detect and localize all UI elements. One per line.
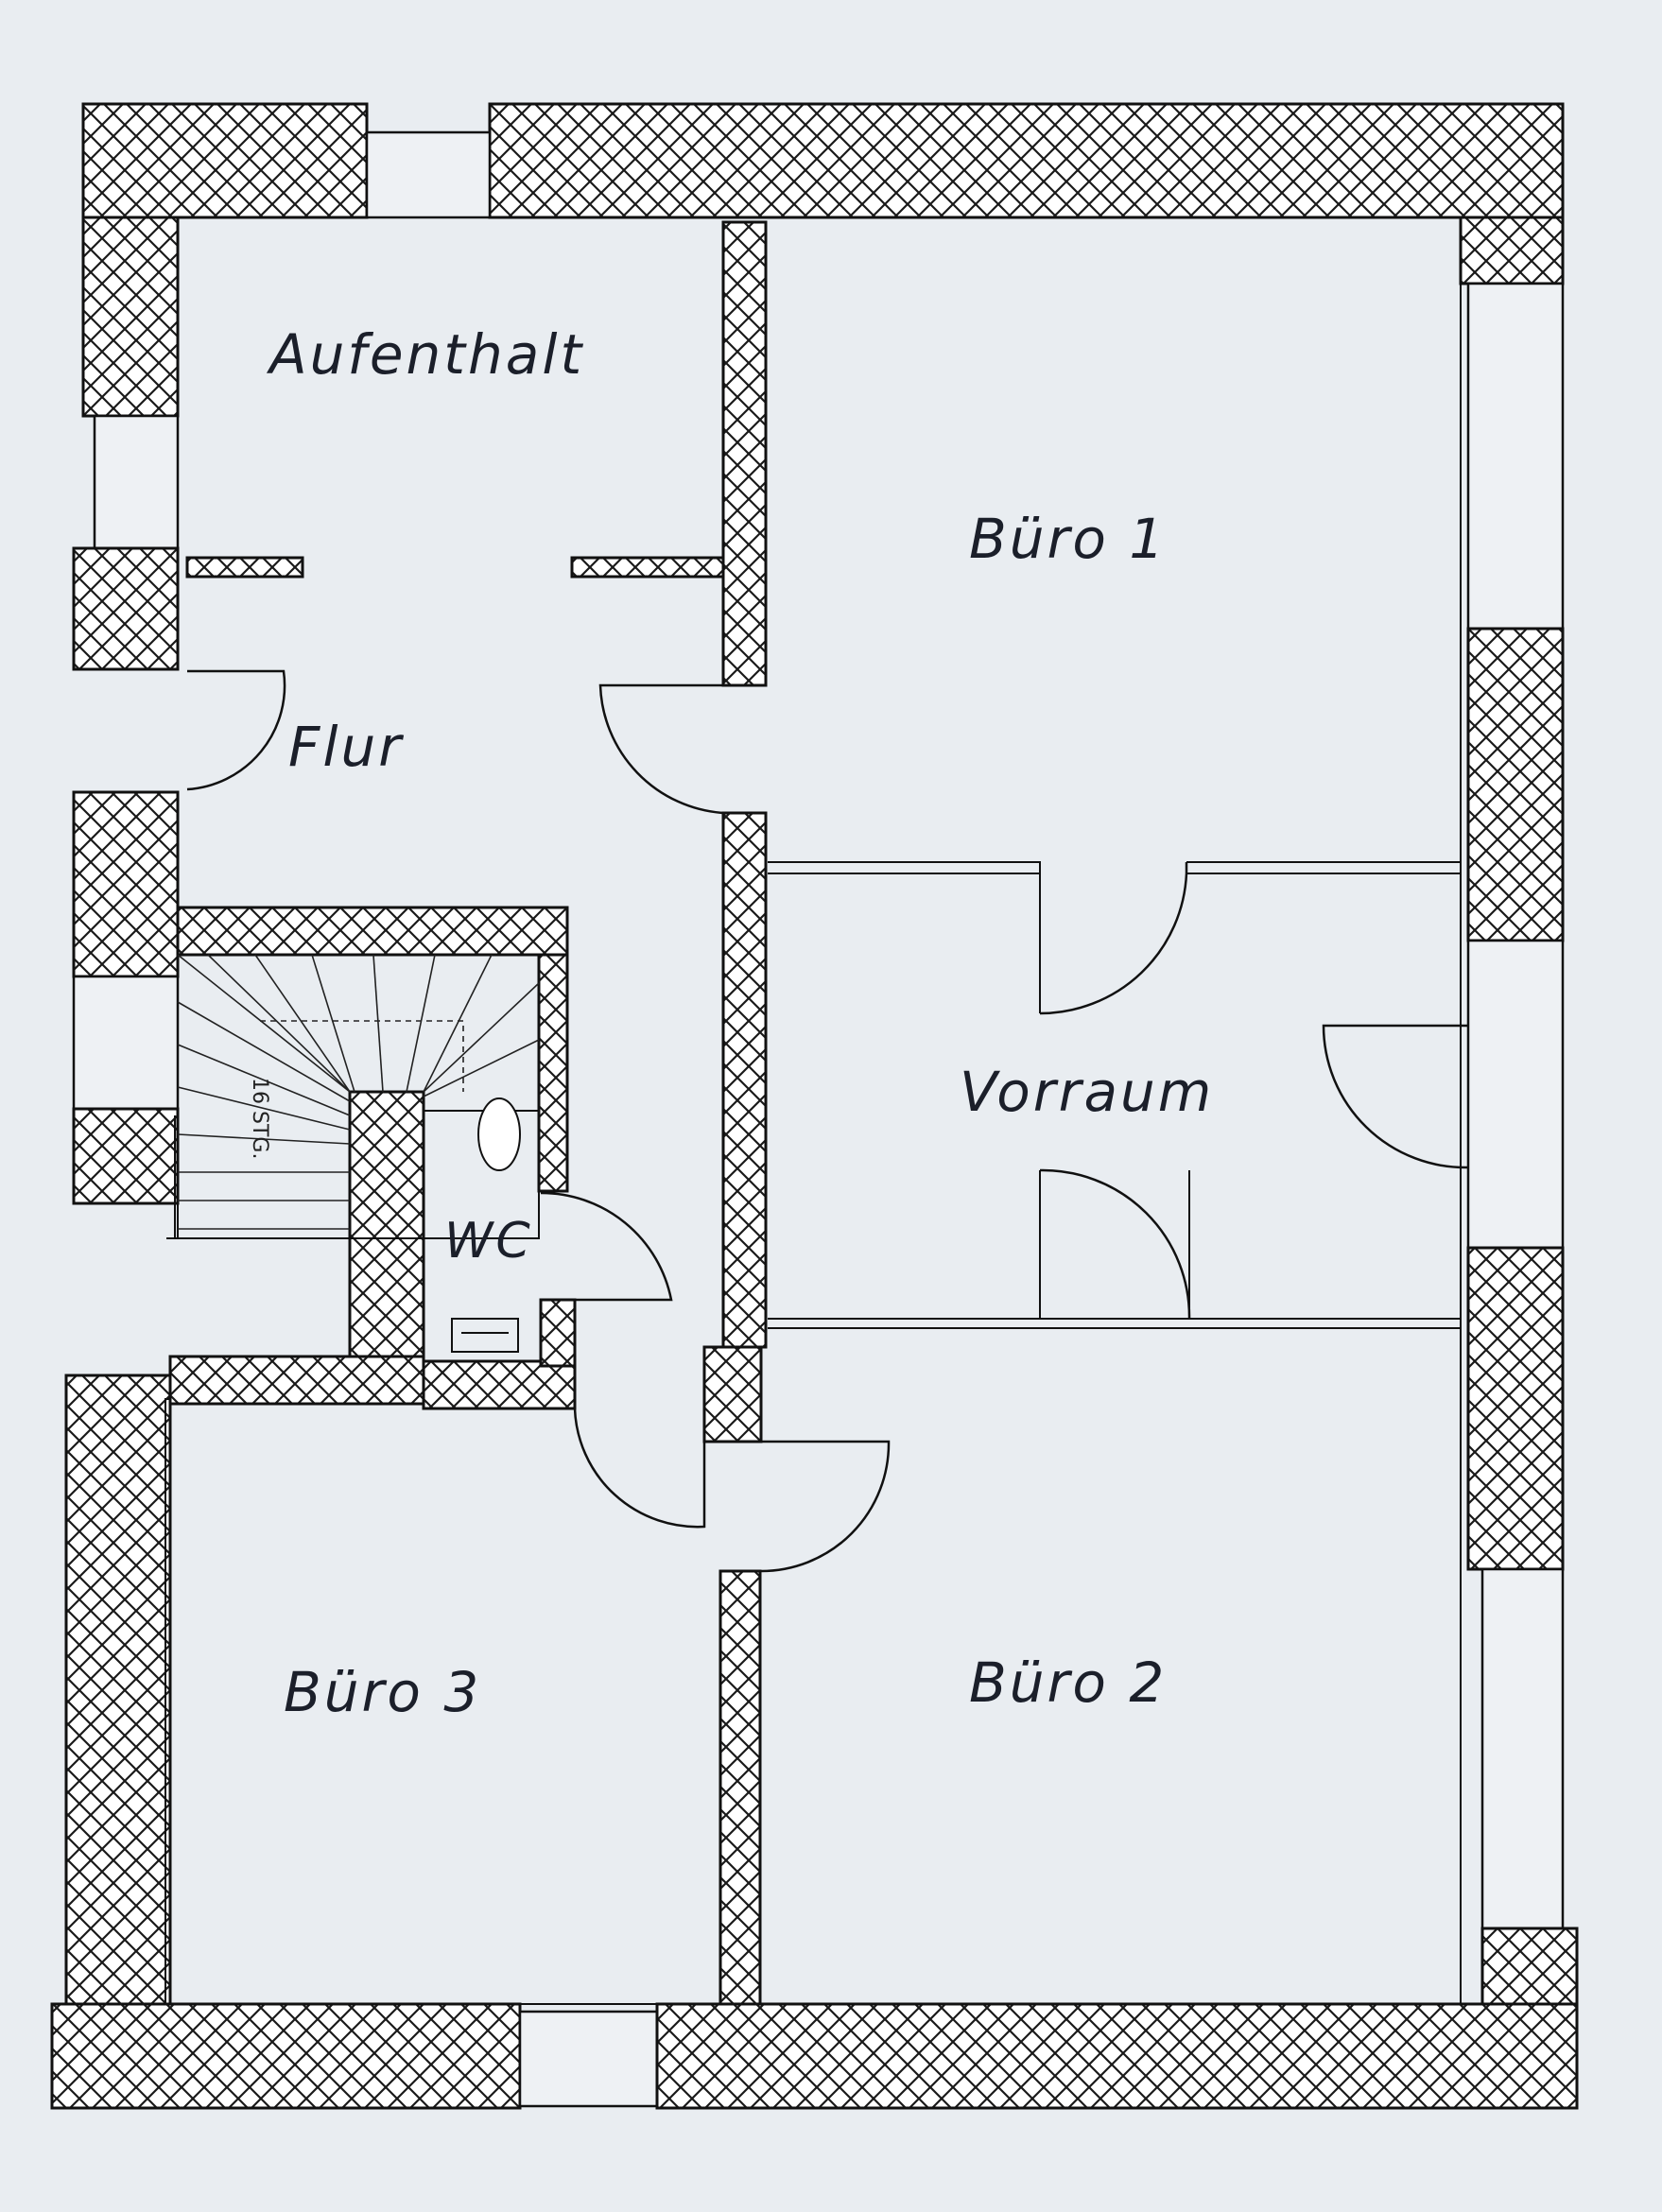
wall-stair-bottom [168, 1355, 425, 1406]
wall-stair-core [348, 1090, 425, 1377]
window-top [365, 130, 492, 219]
door-buero2 [759, 1440, 891, 1573]
door-buero3 [573, 1408, 706, 1529]
wall-bottom-right [655, 2002, 1579, 2110]
wall-left-stair [72, 1107, 180, 1205]
wall-left-mid [72, 546, 180, 671]
doors [186, 669, 1469, 1573]
wall-left-lower [72, 790, 180, 978]
staircase [166, 954, 540, 1239]
sink-icon [451, 1318, 519, 1353]
window-right-door [1466, 939, 1565, 1250]
outer-walls [50, 102, 1579, 2110]
wall-wc-right [539, 1298, 577, 1368]
window-bottom [518, 2010, 659, 2108]
wall-wc-bottom [422, 1359, 577, 1410]
wall-stair-right [537, 953, 569, 1193]
room-label-wc: WC [444, 1213, 533, 1270]
toilet-icon [477, 1097, 521, 1171]
wall-right-top [1459, 216, 1565, 285]
door-vorraum-exterior [1322, 1024, 1469, 1169]
wall-top-right [488, 102, 1565, 219]
wall-left-upper [81, 216, 180, 418]
window-right-1 [1466, 282, 1565, 631]
wall-central-mid-2 [702, 1345, 763, 1443]
window-left-1 [93, 414, 180, 550]
wall-top-left [81, 102, 369, 219]
room-label-vorraum: Vorraum [960, 1060, 1214, 1124]
room-label-flur: Flur [288, 715, 404, 779]
door-wc [540, 1191, 673, 1302]
room-labels: Aufenthalt Flur Büro 1 Vorraum WC Büro 3… [266, 322, 1214, 1724]
door-vorraum-top [1039, 862, 1188, 1015]
wall-central-mid [721, 811, 768, 1349]
window-right-2 [1480, 1567, 1565, 1930]
window-left-2 [72, 975, 180, 1111]
wall-right-2 [1466, 627, 1565, 942]
room-label-buero3: Büro 3 [284, 1660, 481, 1724]
wall-stair-top [176, 906, 569, 957]
wall-left-bottom [64, 1374, 172, 2077]
wall-central-upper [721, 220, 768, 687]
wall-aufenthalt-right [570, 556, 725, 579]
vorraum-partitions [768, 861, 1461, 1329]
room-label-buero1: Büro 1 [969, 507, 1167, 571]
wall-right-3 [1466, 1246, 1565, 1571]
door-buero1 [598, 683, 724, 815]
stairs-count-label: 16 STG. [248, 1078, 271, 1159]
interior-walls [168, 220, 768, 2006]
wall-bottom-left [50, 2002, 522, 2110]
door-flur-exterior [186, 669, 286, 791]
room-label-aufenthalt: Aufenthalt [266, 322, 584, 387]
room-label-buero2: Büro 2 [969, 1650, 1167, 1715]
wall-aufenthalt-left [185, 556, 304, 579]
door-vorraum-bottom [1039, 1168, 1191, 1320]
wall-central-lower [718, 1569, 762, 2006]
wc-fixtures [424, 1097, 539, 1353]
